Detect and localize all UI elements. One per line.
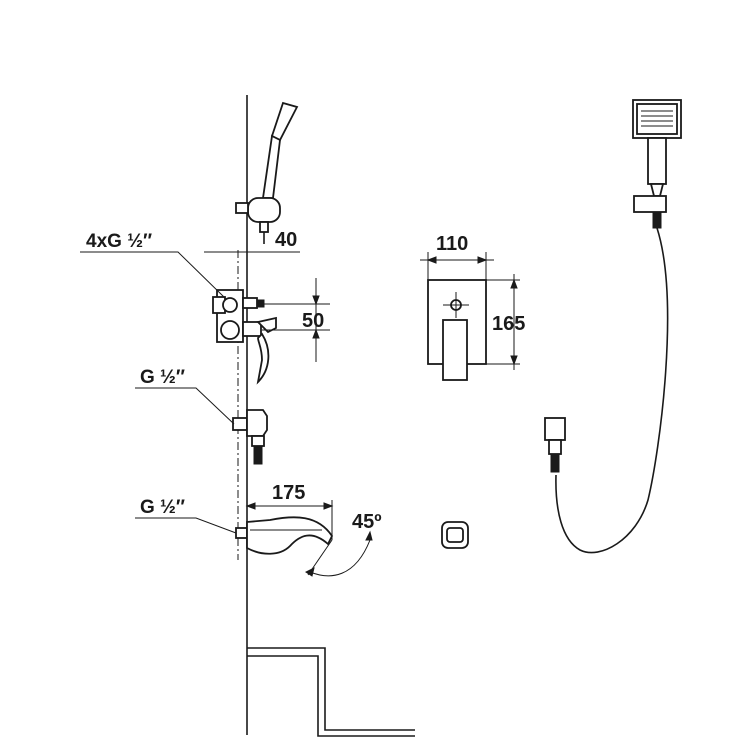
shower-outlet-elbow [232, 409, 268, 465]
dim-label-110: 110 [436, 233, 468, 255]
dim-label-40: 40 [275, 229, 297, 251]
dim-label-45: 45º [352, 511, 382, 533]
label-thread-mid: G ½″ [140, 367, 185, 388]
dim-label-165: 165 [492, 313, 525, 335]
label-thread-top: 4xG ½″ [86, 231, 152, 252]
mixer-body [212, 289, 277, 385]
floor-bracket-inner [247, 655, 415, 737]
dim-label-50: 50 [302, 310, 324, 332]
dim-40-lines [204, 244, 300, 258]
leader-thread-bottom [135, 517, 237, 534]
wall-hand-shower-side [235, 101, 299, 244]
dim-label-175: 175 [272, 482, 305, 504]
dim-45-angle [305, 530, 373, 577]
dim-50-lines [262, 278, 330, 362]
bath-spout [235, 516, 334, 555]
leader-thread-top [80, 251, 226, 299]
leader-thread-mid [135, 387, 235, 425]
cover-plate-front [420, 252, 520, 381]
dim-175-lines [245, 500, 334, 540]
floor-bracket [247, 647, 415, 731]
hand-shower-front [544, 99, 682, 554]
wall-outlet-front [441, 521, 469, 549]
label-thread-bottom: G ½″ [140, 497, 185, 518]
